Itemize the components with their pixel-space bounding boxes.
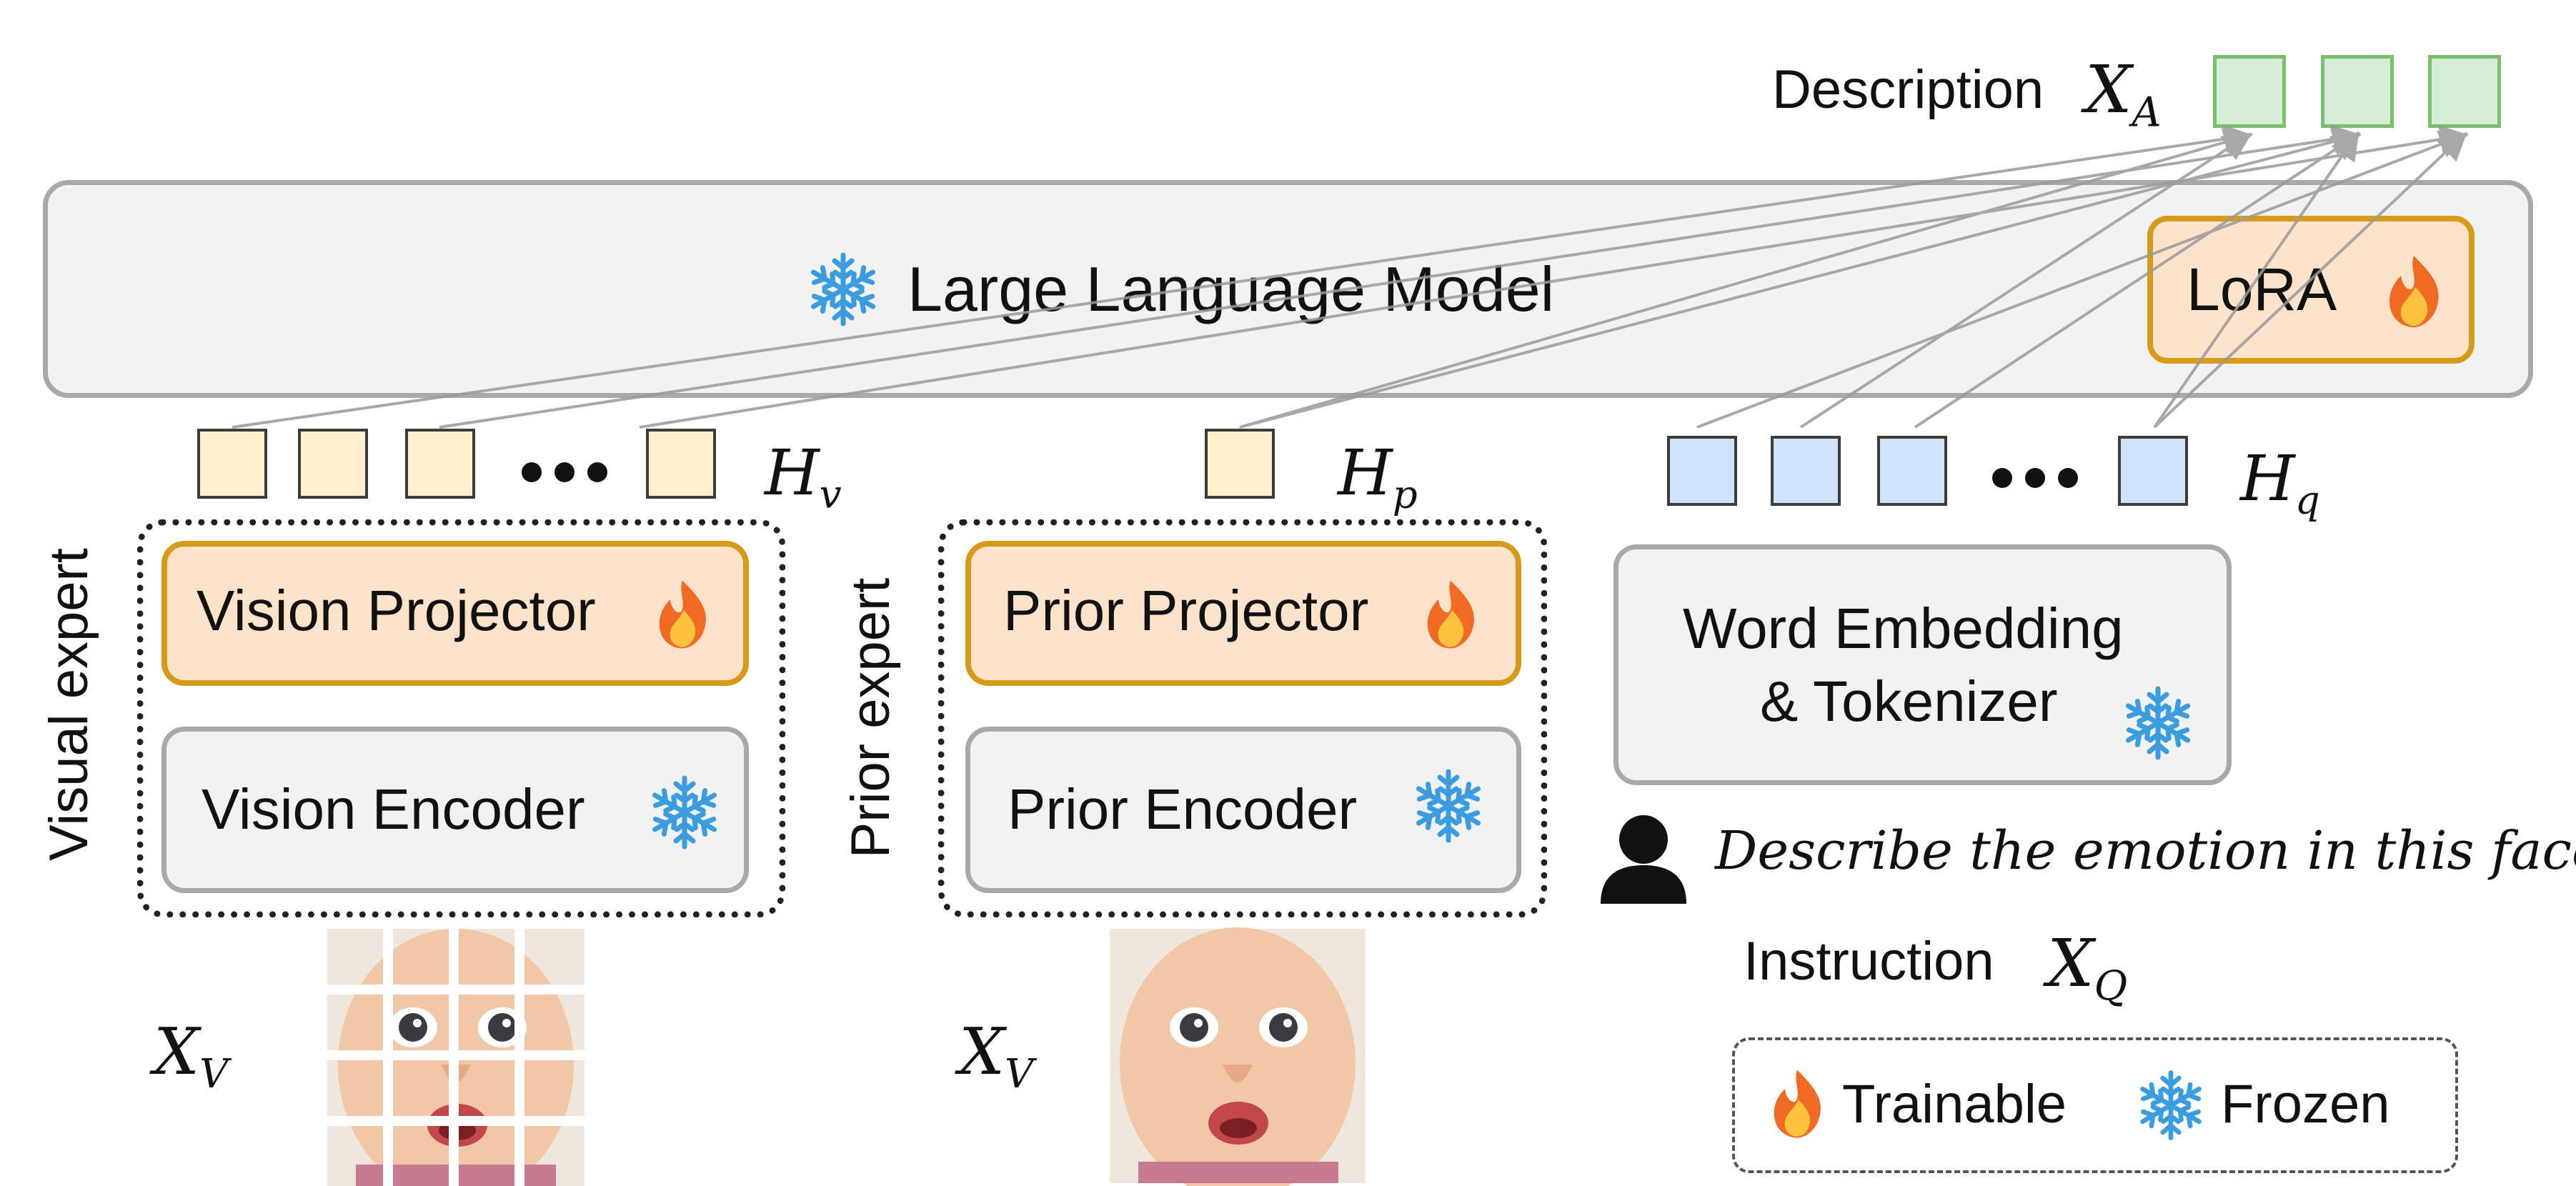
query-token: [1877, 436, 1947, 506]
instruction-label: Instruction: [1744, 930, 1994, 992]
ellipsis: [1992, 468, 2078, 488]
vision-encoder-snowflake-icon: [638, 766, 731, 859]
query-token-symbol: Hq: [2240, 442, 2320, 523]
prior-input-symbol: XV: [959, 1015, 1034, 1097]
query-token: [1771, 436, 1841, 506]
vision-encoder-label: Vision Encoder: [202, 777, 585, 841]
word-embedding-box: [1613, 544, 2232, 785]
prior-projector-flame-icon: [1427, 580, 1474, 649]
legend-flame-icon: [1774, 1070, 1821, 1138]
user-icon: [1601, 815, 1686, 904]
visual-expert-group: [137, 519, 785, 917]
prior-token: [1205, 429, 1275, 499]
lora-label: LoRA: [2187, 255, 2337, 323]
visual-token: [298, 429, 368, 499]
prior-token-symbol: Hp: [1338, 436, 1418, 517]
prior-encoder-label: Prior Encoder: [1008, 777, 1358, 841]
description-label: Description: [1772, 59, 2044, 120]
prior-expert-group: [938, 519, 1547, 917]
visual-input-symbol: XV: [154, 1015, 229, 1097]
output-token: [2213, 55, 2286, 128]
llm-box: [43, 180, 2533, 398]
output-symbol: XA: [2085, 51, 2162, 136]
word-embedding-snowflake-icon: [2112, 677, 2204, 769]
prior-encoder-snowflake-icon: [1402, 759, 1495, 852]
vision-encoder-box: [161, 727, 749, 893]
output-token: [2321, 55, 2394, 128]
visual-expert-title: Visual expert: [39, 548, 99, 861]
patched-face-image: [327, 929, 585, 1186]
legend-snowflake-icon: [2128, 1062, 2214, 1148]
visual-token: [405, 429, 475, 499]
prior-projector-box: [965, 541, 1521, 686]
visual-token-symbol: Hv: [765, 436, 842, 517]
visual-token: [646, 429, 716, 499]
user-prompt: Describe the emotion in this face.: [1715, 820, 2576, 882]
vision-projector-label: Vision Projector: [197, 579, 596, 642]
legend-trainable-label: Trainable: [1842, 1073, 2067, 1135]
ellipsis: [522, 462, 607, 482]
legend-box: [1732, 1037, 2458, 1173]
legend-frozen-label: Frozen: [2221, 1073, 2390, 1135]
query-token: [1667, 436, 1737, 506]
word-embedding-label-line1: Word Embedding: [1683, 597, 2124, 660]
vision-projector-box: [161, 541, 749, 686]
face-image: [1110, 927, 1366, 1186]
prior-projector-label: Prior Projector: [1003, 579, 1369, 642]
prior-expert-title: Prior expert: [840, 577, 901, 859]
visual-token: [197, 429, 267, 499]
query-token: [2118, 436, 2188, 506]
vision-projector-flame-icon: [659, 580, 706, 649]
instruction-symbol: XQ: [2047, 925, 2128, 1010]
output-token: [2428, 55, 2501, 128]
word-embedding-label-line2: & Tokenizer: [1760, 669, 2058, 733]
